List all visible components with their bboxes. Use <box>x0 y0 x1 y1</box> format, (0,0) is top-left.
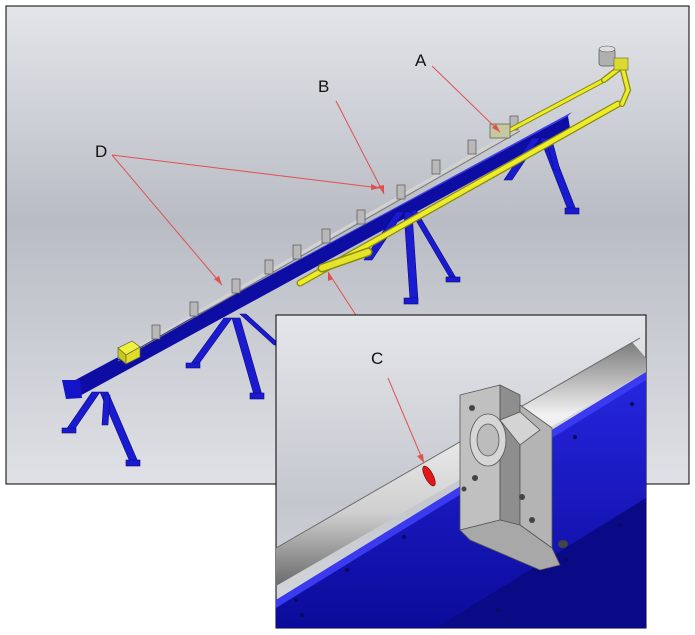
pillow-block <box>459 384 561 571</box>
callout-d: D <box>95 142 107 161</box>
rail-rod <box>117 126 521 360</box>
rail-rod-shadow <box>117 130 521 362</box>
leader-c-arrowhead <box>417 454 424 463</box>
callout-a: A <box>415 51 427 70</box>
pillow-block-holes <box>461 405 568 548</box>
rail-brackets <box>151 115 519 340</box>
leader-arrowheads <box>214 124 500 285</box>
beam-end <box>62 380 82 399</box>
yellow-pipes <box>296 60 632 287</box>
callout-b: B <box>318 77 329 96</box>
cylinder-head <box>598 45 629 71</box>
inset-detail-view: C <box>275 314 647 629</box>
leader-lines-main <box>111 65 501 341</box>
inset-rod-edge <box>275 337 641 549</box>
seal-ring <box>422 465 436 487</box>
end-box <box>117 340 141 365</box>
mechanism-a <box>489 123 511 139</box>
callout-c: C <box>371 349 383 368</box>
beam-side <box>66 116 570 398</box>
plate-bolt-holes <box>294 402 634 617</box>
support-stands <box>61 137 580 467</box>
leader-c <box>387 377 425 464</box>
